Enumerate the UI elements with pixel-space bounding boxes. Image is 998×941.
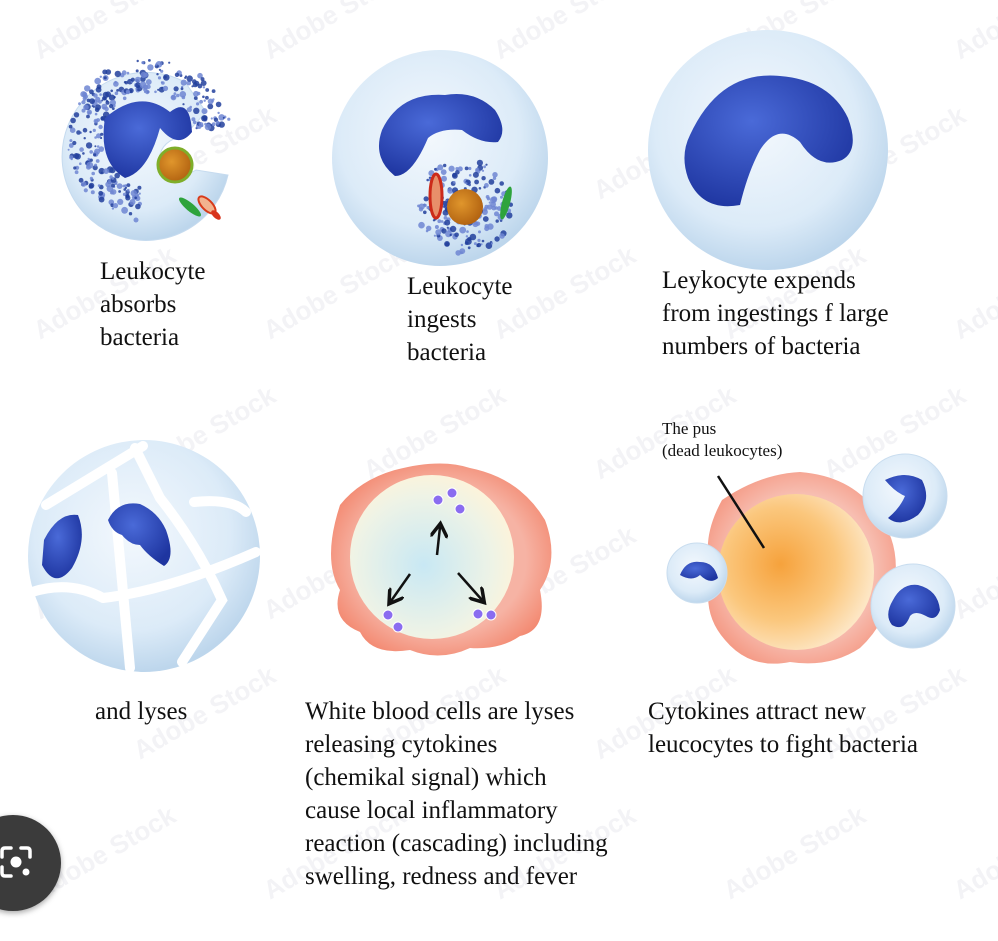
svg-text:Adobe Stock: Adobe Stock bbox=[488, 0, 641, 65]
pus-label-line2: (dead leukocytes) bbox=[662, 441, 783, 460]
caption-expends: Leykocyte expends from ingestings f larg… bbox=[662, 267, 889, 360]
caption-cytokines: White blood cells are lyses releasing cy… bbox=[305, 698, 608, 890]
svg-text:Adobe Stock: Adobe Stock bbox=[948, 0, 998, 65]
svg-text:Adobe Stock: Adobe Stock bbox=[948, 799, 998, 905]
cell-cytokines-illustration bbox=[331, 463, 552, 656]
cell-lyses-illustration bbox=[27, 440, 261, 673]
visual-search-lens-icon bbox=[0, 846, 32, 878]
svg-text:Adobe Stock: Adobe Stock bbox=[28, 0, 181, 65]
caption-attract: Cytokines attract new leucocytes to figh… bbox=[648, 698, 919, 758]
svg-text:Adobe Stock: Adobe Stock bbox=[948, 519, 998, 625]
cell-expends-illustration bbox=[648, 30, 888, 270]
pus-label-line1: The pus bbox=[662, 419, 717, 438]
cell-attract-illustration bbox=[666, 453, 956, 664]
cell-absorbs-illustration bbox=[61, 59, 231, 241]
svg-text:Adobe Stock: Adobe Stock bbox=[258, 0, 411, 65]
caption-lyses: and lyses bbox=[95, 698, 188, 725]
cell-ingests-illustration bbox=[332, 50, 548, 266]
svg-text:Adobe Stock: Adobe Stock bbox=[948, 239, 998, 345]
caption-absorbs: Leukocyte absorbs bacteria bbox=[100, 258, 206, 351]
svg-text:Adobe Stock: Adobe Stock bbox=[718, 799, 871, 905]
caption-ingests: Leukocyte ingests bacteria bbox=[407, 273, 513, 366]
svg-text:Adobe Stock: Adobe Stock bbox=[258, 239, 411, 345]
